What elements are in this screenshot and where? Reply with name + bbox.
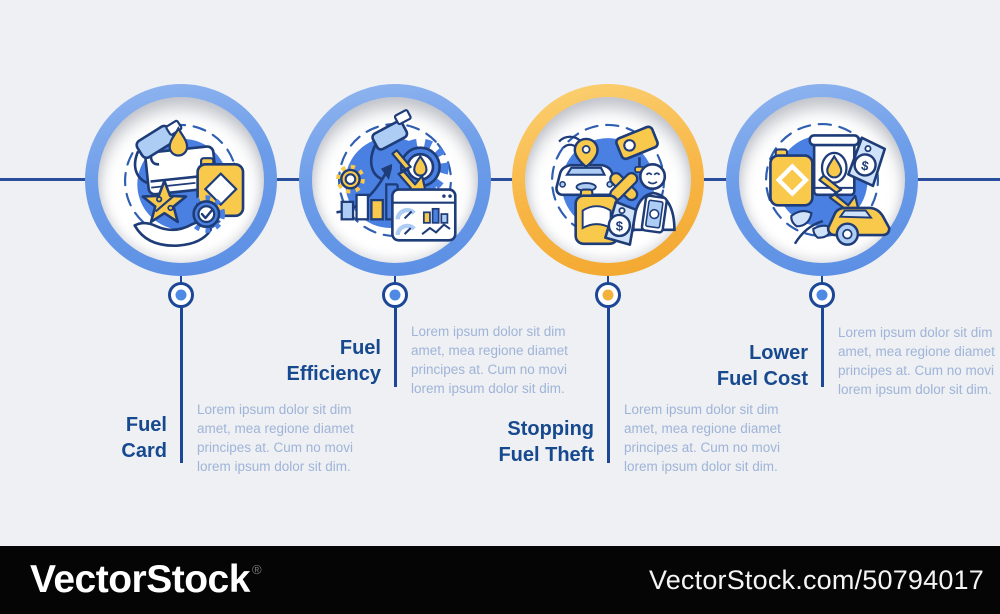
step-title-line: Fuel <box>339 337 381 359</box>
economy-car-icon <box>826 206 891 246</box>
jerrycan-price-tag-icon: $ <box>574 188 638 246</box>
text-divider-line <box>821 308 824 387</box>
vectorstock-logo: VectorStock® <box>30 558 262 601</box>
connector-line <box>394 276 396 284</box>
text-divider-line <box>607 308 610 463</box>
timeline-node <box>809 282 835 308</box>
jerrycan-icon <box>196 157 245 218</box>
fuel-barrel-icon <box>808 134 861 197</box>
step-title-line: Efficiency <box>286 363 381 385</box>
timeline-node <box>595 282 621 308</box>
step-title-line: Lower <box>749 342 808 364</box>
security-camera-icon <box>615 125 659 174</box>
text-divider-line <box>180 308 183 463</box>
step-description: Lorem ipsum dolor sit dim amet, mea regi… <box>197 402 354 474</box>
fuel-gear-icon <box>391 138 449 196</box>
decrease-arrow-icon <box>818 174 862 220</box>
connector-line <box>180 276 182 284</box>
fuel-nozzle-icon <box>133 119 183 185</box>
timeline-node-dot <box>816 289 828 301</box>
watermark-credit-url: VectorStock.com/50794017 <box>648 564 984 595</box>
step-title-line: Fuel <box>125 414 167 436</box>
timeline-node-dot <box>175 289 187 301</box>
timeline-node-dot <box>389 289 401 301</box>
eco-leaves-icon <box>790 210 833 245</box>
step-title: Lower Fuel Cost <box>650 340 808 392</box>
timeline-node <box>168 282 194 308</box>
x-mark-icon <box>609 172 639 202</box>
blob-background <box>137 138 229 230</box>
step-title-line: Fuel Cost <box>716 368 808 390</box>
discount-star-icon <box>141 179 188 224</box>
decrease-arrow-icon <box>391 149 429 201</box>
credit-card-icon <box>144 145 218 196</box>
dashboard-window-icon <box>391 188 457 242</box>
step-description: Lorem ipsum dolor sit dim amet, mea regi… <box>838 325 995 397</box>
watermark-bar: VectorStock® VectorStock.com/50794017 <box>0 546 1000 614</box>
timeline-line <box>0 178 1000 181</box>
fuel-drop-icon <box>168 126 189 157</box>
registered-mark: ® <box>251 562 262 577</box>
timeline-node-dot <box>602 289 614 301</box>
connector-line <box>821 276 823 284</box>
step-title-line: Fuel Theft <box>498 444 594 466</box>
tracked-car-icon <box>555 135 618 197</box>
text-divider-line <box>394 308 397 387</box>
svg-text:$: $ <box>860 158 870 174</box>
step-title-line: Stopping <box>507 418 594 440</box>
connector-line <box>607 276 609 284</box>
fuel-nozzle-icon <box>369 109 412 181</box>
blob-background <box>561 138 655 231</box>
step-description: Lorem ipsum dolor sit dim amet, mea regi… <box>624 402 781 474</box>
step-description: Lorem ipsum dolor sit dim amet, mea regi… <box>411 324 568 396</box>
step-title-line: Card <box>121 440 167 462</box>
step-title: Fuel Card <box>9 412 167 464</box>
hand-icon <box>133 221 213 247</box>
growth-bars-icon <box>336 163 399 221</box>
approved-gear-icon <box>187 195 226 233</box>
thief-with-money-icon <box>632 162 676 234</box>
step-title: Stopping Fuel Theft <box>436 416 594 468</box>
svg-text:$: $ <box>616 219 624 234</box>
timeline-node <box>382 282 408 308</box>
step-title: Fuel Efficiency <box>223 335 381 387</box>
blob-background <box>345 137 437 229</box>
